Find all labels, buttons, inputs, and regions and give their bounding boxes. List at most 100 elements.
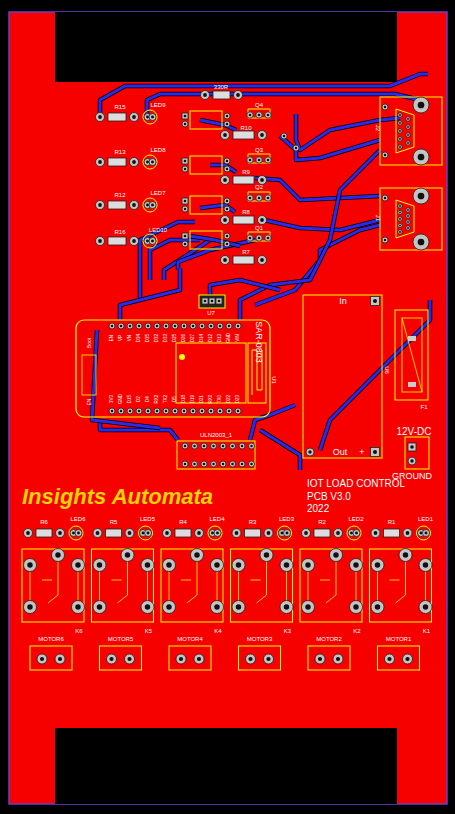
pad — [224, 206, 230, 212]
pad — [235, 408, 241, 414]
drill-hole — [151, 116, 154, 119]
pad — [130, 113, 139, 122]
pad — [172, 323, 178, 329]
ic-outline — [177, 441, 255, 469]
drill-hole — [98, 115, 102, 119]
silkscreen-label: D19 — [191, 395, 196, 403]
drill-hole — [147, 532, 150, 535]
pad — [406, 214, 410, 218]
cutout-top — [55, 12, 397, 82]
silkscreen-label: MOTOR5 — [108, 636, 134, 642]
pad — [201, 461, 207, 467]
led-symbol — [208, 526, 222, 540]
pad — [224, 158, 230, 164]
square-pad — [371, 297, 380, 306]
pad — [234, 91, 243, 100]
drill-hole — [218, 300, 221, 303]
pad — [293, 145, 299, 151]
silkscreen-label: D15 — [128, 395, 133, 403]
silkscreen-label: D32 — [155, 334, 160, 342]
pad — [265, 112, 271, 118]
pad — [284, 530, 291, 537]
drill-hole — [125, 552, 130, 557]
drill-hole — [226, 168, 229, 171]
led-symbol — [143, 198, 157, 212]
drill-hole — [223, 218, 227, 222]
fuse-holder-outline — [395, 310, 428, 400]
pad — [239, 443, 245, 449]
drill-hole — [197, 657, 201, 661]
drill-hole — [151, 240, 154, 243]
pad — [109, 408, 115, 414]
pad — [199, 323, 205, 329]
drill-hole — [184, 160, 187, 163]
pad — [208, 323, 214, 329]
pad — [258, 131, 267, 140]
drill-hole — [284, 604, 289, 609]
drill-hole — [223, 178, 227, 182]
pad — [281, 133, 287, 139]
drill-hole — [58, 657, 62, 661]
pad — [211, 559, 224, 572]
pad — [182, 166, 188, 172]
pad — [224, 166, 230, 172]
drill-hole — [179, 657, 183, 661]
drill-hole — [406, 531, 410, 535]
pad — [256, 157, 262, 163]
silkscreen-label: R1 — [388, 519, 396, 525]
silkscreen-label: D33 — [164, 334, 169, 342]
drill-hole — [267, 114, 270, 117]
pad — [163, 529, 172, 538]
drill-hole — [226, 243, 229, 246]
silkscreen-label: D14 — [200, 334, 205, 342]
pad — [280, 601, 293, 614]
pad — [149, 114, 156, 121]
drill-hole — [55, 552, 60, 557]
silkscreen-label: Q4 — [255, 102, 263, 108]
drill-hole — [222, 445, 225, 448]
motor-terminal-outline — [378, 646, 420, 670]
silkscreen-label: U7 — [207, 310, 215, 316]
pad — [398, 210, 402, 214]
silkscreen-label: K4 — [214, 628, 221, 634]
pad — [201, 91, 210, 100]
silkscreen-label: R10 — [240, 125, 251, 131]
drill-hole — [375, 562, 380, 567]
pad — [182, 206, 188, 212]
pad — [109, 323, 115, 329]
drill-hole — [184, 463, 187, 466]
pad — [406, 220, 410, 224]
drill-hole — [423, 562, 428, 567]
pad — [55, 654, 65, 664]
led-symbol — [69, 526, 83, 540]
board-label: + — [359, 448, 364, 457]
optocoupler-outline — [190, 196, 222, 214]
pad — [224, 241, 230, 247]
pad — [398, 137, 402, 141]
pad — [182, 121, 188, 127]
relay-contact — [30, 555, 78, 607]
pad — [398, 129, 402, 133]
pad — [149, 202, 156, 209]
pad — [182, 443, 188, 449]
pad — [163, 601, 176, 614]
relay-outline — [300, 549, 362, 622]
silkscreen-label: R3 — [249, 519, 257, 525]
drill-hole — [236, 562, 241, 567]
pad — [52, 549, 65, 562]
pad — [258, 176, 267, 185]
pad — [93, 601, 106, 614]
pad — [163, 408, 169, 414]
drill-hole — [75, 562, 80, 567]
drill-hole — [201, 410, 204, 413]
pad — [130, 201, 139, 210]
resistor-symbol — [108, 113, 126, 121]
drill-hole — [399, 114, 401, 116]
drill-hole — [146, 161, 149, 164]
relay-outline — [22, 549, 84, 622]
copper-trace — [250, 405, 295, 440]
silkscreen-label: RX2 — [155, 395, 160, 404]
pad — [182, 461, 188, 467]
silkscreen-label: EN — [87, 399, 92, 406]
drill-hole — [184, 200, 187, 203]
